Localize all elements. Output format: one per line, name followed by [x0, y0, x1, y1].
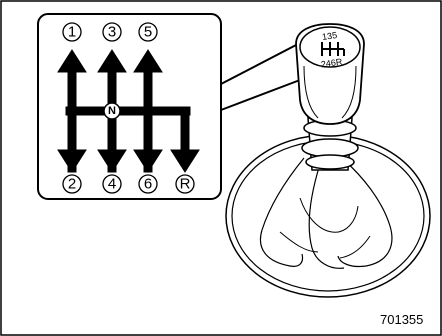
knob-shift-pattern: [321, 42, 345, 56]
arrow-up-3: [97, 49, 127, 73]
boot-fold-left: [259, 157, 305, 267]
arrow-down-r: [170, 149, 200, 173]
figure-code: 701355: [380, 312, 423, 327]
knob-label-bottom: 246R: [320, 57, 343, 70]
gear-r-circle: [175, 174, 195, 194]
arrow-down-6: [133, 149, 163, 173]
leader-line-bottom: [220, 79, 301, 111]
boot-fold-low-right: [339, 235, 371, 259]
gear-1-circle: [62, 22, 82, 42]
gear-5-circle: [138, 22, 158, 42]
boot-fold-center: [308, 163, 345, 269]
gear-5-label: 5: [144, 24, 152, 41]
gate-cross-bar: [65, 106, 191, 116]
gear-6-label: 6: [144, 176, 152, 193]
shift-gate: [57, 49, 200, 173]
arrow-down-4: [97, 149, 127, 173]
arrow-up-1: [57, 49, 87, 73]
gear-2-circle: [62, 174, 82, 194]
boot-fold-inner: [299, 197, 359, 233]
gear-4-circle: [102, 174, 122, 194]
gear-2-label: 2: [68, 176, 76, 193]
knob-label-top: 135: [321, 30, 337, 42]
knob-shading-right: [341, 65, 357, 119]
gear-labels-bottom: 2 4 6 R: [62, 174, 195, 194]
neutral-circle: [103, 102, 121, 120]
gear-1-label: 1: [68, 24, 76, 41]
shift-knob-neck: [301, 117, 359, 171]
leader-line-top: [220, 43, 299, 85]
arrow-down-2: [57, 149, 87, 173]
gear-3-label: 3: [108, 24, 116, 41]
gear-4-label: 4: [108, 176, 116, 193]
arrow-up-5: [133, 49, 163, 73]
boot-fold-right: [337, 159, 393, 268]
gear-6-circle: [138, 174, 158, 194]
gear-r-label: R: [180, 176, 191, 193]
gear-labels-top: 1 3 5: [62, 22, 158, 42]
shift-knob: 135 246R: [295, 23, 365, 125]
gear-3-circle: [102, 22, 122, 42]
boot-fold-low: [279, 231, 319, 253]
neutral-label: N: [108, 105, 116, 117]
knob-shading-left: [303, 65, 319, 119]
neck-ring-bottom: [305, 154, 355, 170]
